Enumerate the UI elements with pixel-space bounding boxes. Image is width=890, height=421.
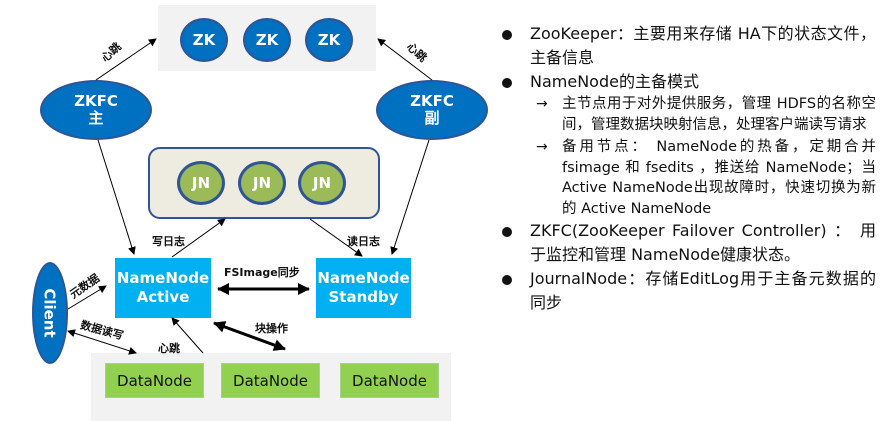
description-list: ZooKeeper：主要用来存储 HA下的状态文件，主备信息 NameNode的… [498, 22, 876, 315]
label-write-log: 写日志 [152, 235, 185, 248]
datanode: DataNode [340, 363, 439, 398]
bullet-zkfc: ZKFC(ZooKeeper Failover Controller) ： 用于… [498, 219, 876, 267]
arrow-zkfc-standby-to-namenode [390, 139, 430, 255]
label-read-log: 读日志 [347, 235, 380, 248]
arrow-zkfc-active-to-zk [95, 38, 157, 81]
namenode-active-title: NameNode [116, 269, 210, 287]
zookeeper-node: ZK [243, 18, 291, 62]
datanode: DataNode [221, 363, 320, 398]
arrow-client-data-rw [67, 329, 137, 355]
bullet-dot-icon [502, 275, 512, 285]
label-block-ops: 块操作 [255, 322, 288, 335]
connector-arrows [67, 38, 433, 355]
bullet-text: JournalNode：存储EditLog用于主备元数据的同步 [530, 269, 876, 312]
zkfc-standby: ZKFC 副 [376, 80, 488, 140]
bullet-dot-icon [502, 227, 512, 237]
bullet-zookeeper: ZooKeeper：主要用来存储 HA下的状态文件，主备信息 [498, 22, 876, 70]
sub-bullet-text: 备用节点： NameNode的热备，定期合并 fsimage 和 fsedits… [562, 139, 876, 217]
namenode-standby-title: NameNode [317, 269, 410, 287]
zkfc-active: ZKFC 主 [40, 80, 152, 140]
label-fsimage-sync: FSImage同步 [224, 266, 300, 279]
arrow-write-log [171, 218, 226, 258]
zkfc-standby-role: 副 [424, 109, 440, 127]
bullet-text: ZKFC(ZooKeeper Failover Controller) ： 用于… [530, 221, 876, 264]
namenode-standby-state: Standby [328, 288, 399, 306]
datanode: DataNode [105, 363, 204, 398]
arrow-zkfc-active-to-namenode [97, 139, 136, 255]
journal-node: JN [298, 161, 346, 205]
zookeeper-node: ZK [180, 18, 228, 62]
arrow-right-icon: → [536, 139, 548, 155]
arrow-zkfc-standby-to-zk [377, 38, 433, 81]
bullet-text: NameNode的主备模式 [530, 72, 699, 91]
sub-bullet-standby-node: → 备用节点： NameNode的热备，定期合并 fsimage 和 fsedi… [498, 137, 876, 219]
sub-bullet-active-node: → 主节点用于对外提供服务，管理 HDFS的名称空间，管理数据块映射信息，处理客… [498, 94, 876, 135]
arrow-client-metadata [67, 285, 107, 310]
arrow-datanode-heartbeat [171, 317, 204, 354]
bullet-dot-icon [502, 30, 512, 40]
namenode-active: NameNode Active [115, 258, 211, 318]
label-heartbeat-datanode: 心跳 [158, 342, 180, 355]
arrow-read-log [309, 218, 363, 257]
zkfc-standby-title: ZKFC [410, 92, 454, 110]
journal-node: JN [238, 161, 286, 205]
zookeeper-node: ZK [305, 18, 353, 62]
bullet-text: ZooKeeper：主要用来存储 HA下的状态文件，主备信息 [530, 24, 876, 67]
zkfc-active-role: 主 [88, 109, 104, 127]
journal-node: JN [177, 161, 225, 205]
arrow-right-icon: → [536, 96, 548, 112]
bullet-journalnode: JournalNode：存储EditLog用于主备元数据的同步 [498, 267, 876, 315]
client-node: Client [32, 262, 68, 364]
namenode-standby: NameNode Standby [316, 258, 411, 318]
arrow-block-ops [213, 321, 286, 351]
zkfc-active-title: ZKFC [74, 92, 118, 110]
namenode-active-state: Active [136, 288, 190, 306]
sub-bullet-text: 主节点用于对外提供服务，管理 HDFS的名称空间，管理数据块映射信息，处理客户端… [562, 96, 876, 133]
bullet-dot-icon [502, 78, 512, 88]
bullet-namenode-modes: NameNode的主备模式 [498, 70, 876, 94]
